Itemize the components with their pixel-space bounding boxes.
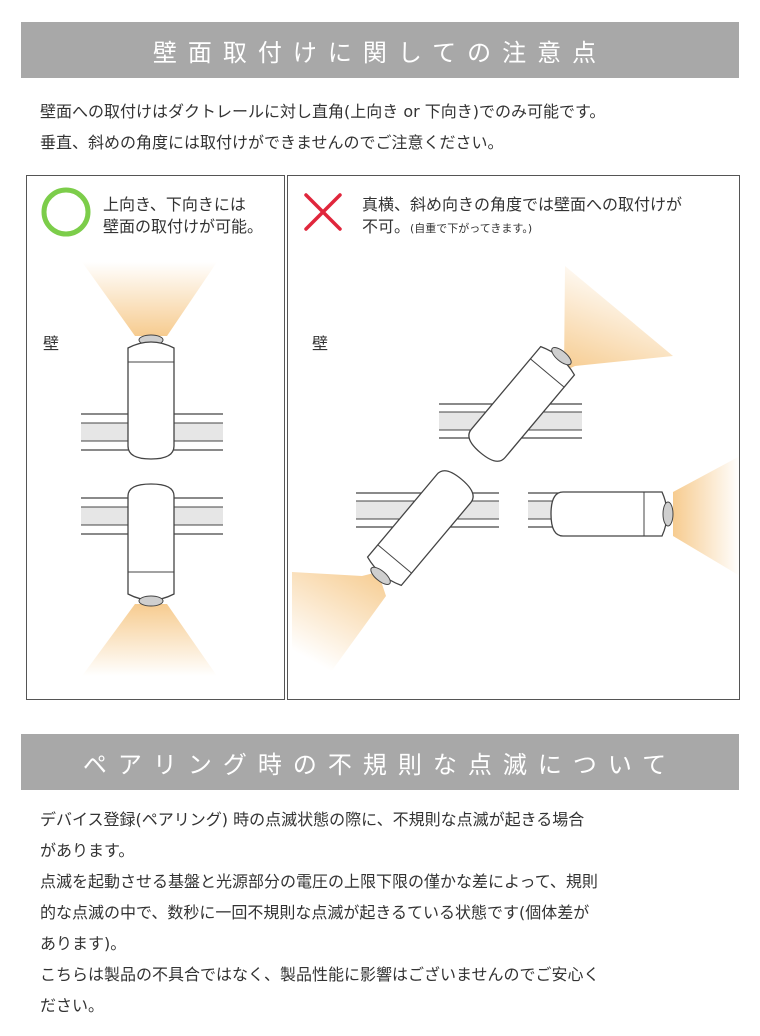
pairing-body-text: デバイス登録(ペアリング) 時の点滅状態の際に、不規則な点滅が起きる場合 があり… [40,804,740,1021]
light-glow-up [82,262,217,336]
body-line: ださい。 [40,996,105,1015]
spotlight-diagonal-up [468,345,576,462]
intro-text: 壁面への取付けはダクトレールに対し直角(上向き or 下向き)でのみ可能です。 … [40,96,740,158]
intro-line: 垂直、斜めの角度には取付けができませんのでご注意ください。 [40,133,504,152]
spotlight-horizontal [550,491,674,537]
ng-illustration [292,193,740,676]
circle-ok-icon [41,187,91,237]
ok-caption-line: 上向き、下向きには [103,195,246,214]
cross-ng-icon [304,193,342,231]
ng-caption: 真横、斜め向きの角度では壁面への取付けが 不可。(自重で下がってきます。) [362,194,682,240]
ng-caption-note: (自重で下がってきます。) [410,222,533,235]
ok-panel: 上向き、下向きには 壁面の取付けが可能。 壁 [26,175,285,700]
body-line: 的な点滅の中で、数秒に一回不規則な点滅が起きるている状態です(個体差が [40,903,590,922]
ok-caption-line: 壁面の取付けが可能。 [103,217,264,236]
section-title-wall-mounting: 壁面取付けに関しての注意点 [21,22,739,78]
body-line: があります。 [40,841,135,860]
ng-caption-main: 不可。 [362,217,411,236]
section-title-pairing-blink: ペアリング時の不規則な点滅について [21,734,739,790]
ng-caption-line: 不可。(自重で下がってきます。) [362,216,682,240]
ok-caption: 上向き、下向きには 壁面の取付けが可能。 [103,194,263,238]
spotlight-facing-down [127,483,175,607]
light-glow-diagonal-down [292,572,386,676]
spotlight-diagonal-down [366,470,474,587]
intro-line: 壁面への取付けはダクトレールに対し直角(上向き or 下向き)でのみ可能です。 [40,102,606,121]
ok-illustration [41,187,223,676]
body-line: デバイス登録(ペアリング) 時の点滅状態の際に、不規則な点滅が起きる場合 [40,810,585,829]
spotlight-facing-up [127,334,175,460]
light-glow-diagonal-up [564,266,673,371]
ng-caption-line: 真横、斜め向きの角度では壁面への取付けが [362,195,683,214]
body-line: 点滅を起動させる基盤と光源部分の電圧の上限下限の僅かな差によって、規則 [40,872,598,891]
body-line: こちらは製品の不具合ではなく、製品性能に影響はございませんのでご安心く [40,965,600,984]
light-glow-down [82,604,217,676]
body-line: あります)。 [40,934,127,953]
wall-label: 壁 [43,334,60,353]
ng-panel: 真横、斜め向きの角度では壁面への取付けが 不可。(自重で下がってきます。) 壁 [287,175,740,700]
wall-label: 壁 [312,334,329,353]
light-glow-side [673,456,740,576]
